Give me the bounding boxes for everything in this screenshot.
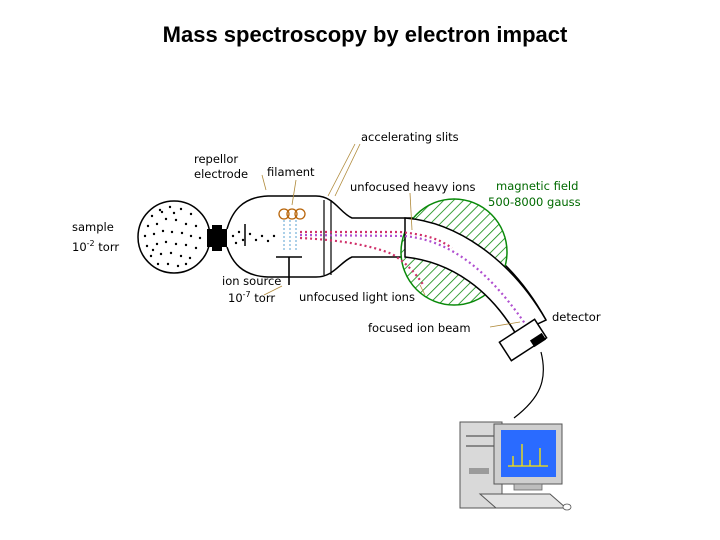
- electron-beam: [283, 220, 297, 250]
- heavy-ion-path: [300, 230, 453, 249]
- label-detector: detector: [552, 310, 601, 324]
- sample-molecules: [143, 205, 202, 268]
- sample-valve: [207, 225, 227, 251]
- label-electrode: electrode: [194, 167, 248, 181]
- leader-lines: [261, 143, 521, 328]
- monitor-screen: [501, 430, 556, 477]
- ion-source-electrode: [276, 256, 302, 285]
- label-sample: sample: [72, 220, 114, 234]
- label-accelerating-slits: accelerating slits: [361, 130, 459, 144]
- detector: [498, 318, 548, 362]
- focused-ion-path: [299, 233, 533, 335]
- sample-molecules-in-tube: [231, 230, 276, 245]
- filament: [278, 208, 306, 220]
- label-gauss: 500-8000 gauss: [488, 195, 581, 209]
- label-focused-ion-beam: focused ion beam: [368, 321, 471, 335]
- label-unfocused-light-ions: unfocused light ions: [299, 290, 415, 304]
- label-ion-source-pressure: 10-7 torr: [228, 290, 275, 305]
- label-unfocused-heavy-ions: unfocused heavy ions: [350, 180, 475, 194]
- label-repellor: repellor: [194, 152, 238, 166]
- label-magnetic-field: magnetic field: [496, 179, 578, 193]
- spectrum-peaks: [508, 444, 548, 467]
- diagram-title: Mass spectroscopy by electron impact: [162, 22, 568, 47]
- label-ion-source: ion source: [222, 274, 281, 288]
- sample-bulb: [137, 200, 211, 274]
- label-sample-pressure: 10-2 torr: [72, 239, 119, 254]
- label-filament: filament: [267, 165, 315, 179]
- ion-paths: [299, 230, 533, 335]
- detector-cable: [513, 351, 544, 419]
- computer: [459, 421, 572, 511]
- ion-source-tube: [226, 195, 415, 278]
- accelerating-slits: [323, 200, 332, 275]
